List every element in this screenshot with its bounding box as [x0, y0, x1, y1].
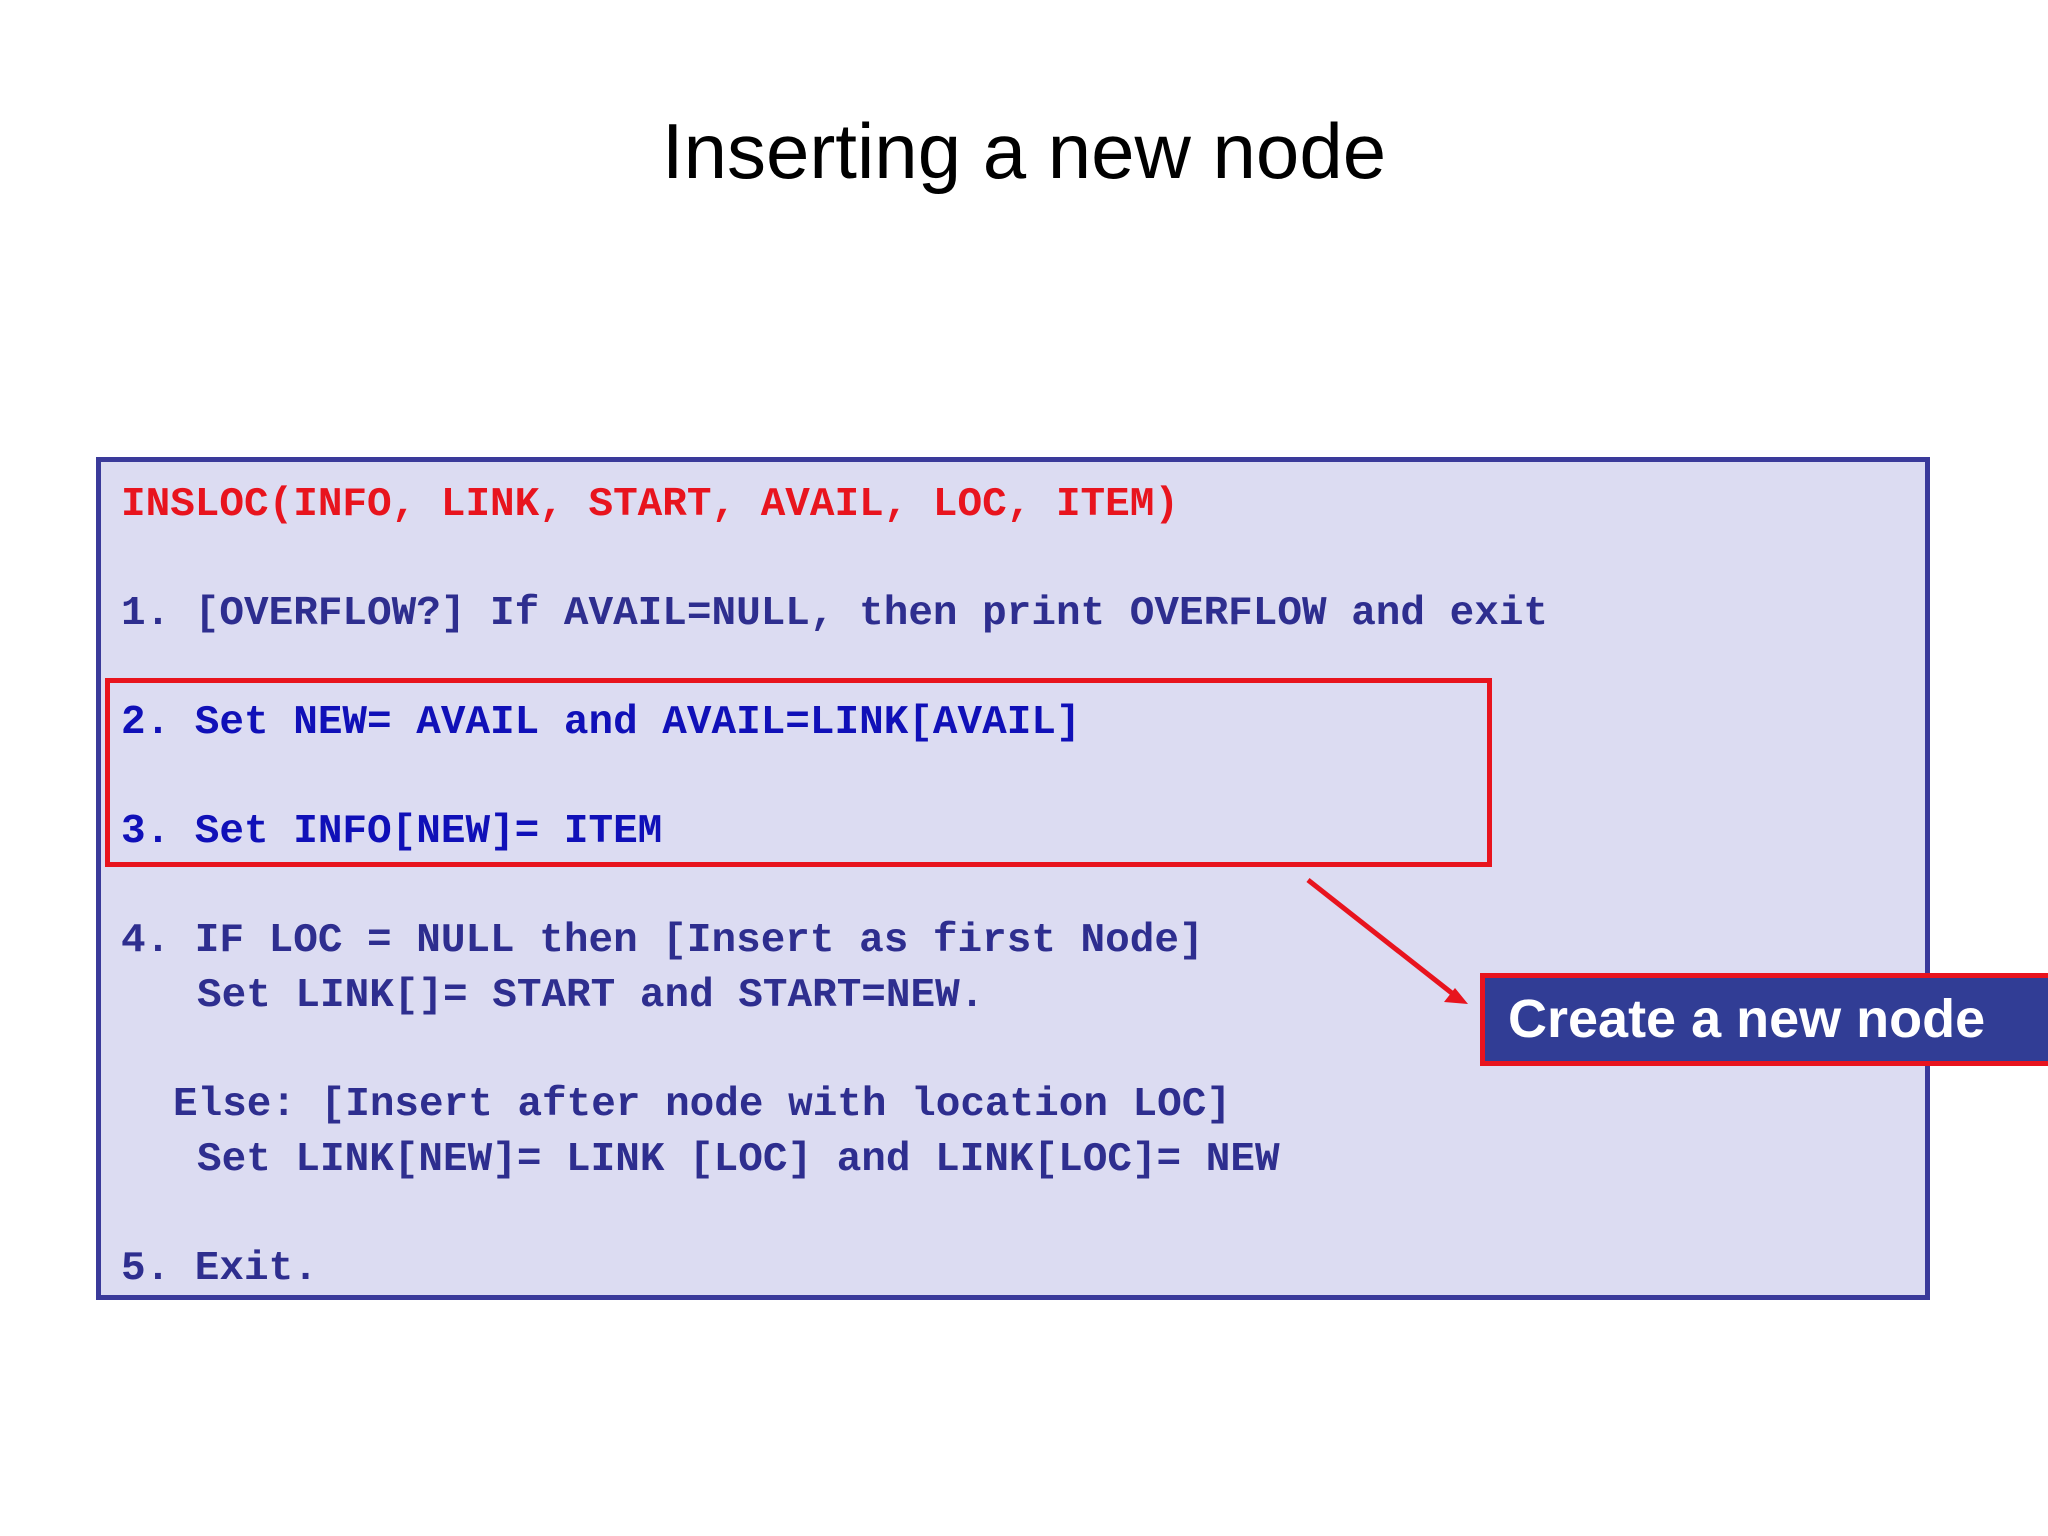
step-2-set-new: 2. Set NEW= AVAIL and AVAIL=LINK[AVAIL]	[121, 700, 1081, 746]
step-4-if-loc-null: 4. IF LOC = NULL then [Insert as first N…	[121, 918, 1204, 964]
highlight-box	[105, 678, 1492, 867]
step-4-else-set-link: Set LINK[NEW]= LINK [LOC] and LINK[LOC]=…	[197, 1137, 1280, 1183]
callout-create-new-node: Create a new node	[1480, 973, 2048, 1066]
step-5-exit: 5. Exit.	[121, 1246, 318, 1292]
algorithm-signature: INSLOC(INFO, LINK, START, AVAIL, LOC, IT…	[121, 482, 1179, 528]
algorithm-box	[96, 457, 1930, 1300]
step-1-overflow: 1. [OVERFLOW?] If AVAIL=NULL, then print…	[121, 591, 1549, 637]
slide-title: Inserting a new node	[661, 107, 1387, 195]
step-4-else-condition: Else: [Insert after node with location L…	[173, 1082, 1231, 1128]
step-4-set-link-start: Set LINK[]= START and START=NEW.	[197, 973, 985, 1019]
step-3-set-info: 3. Set INFO[NEW]= ITEM	[121, 809, 663, 855]
